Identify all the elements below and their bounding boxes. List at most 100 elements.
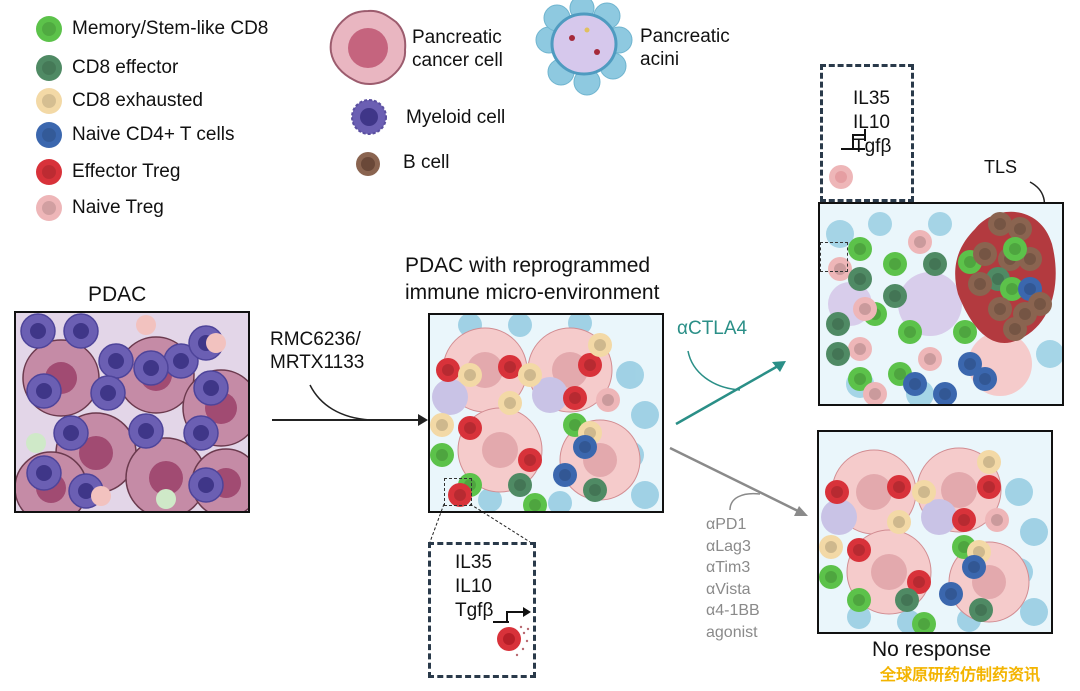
cell-nucleus [1006, 283, 1018, 295]
responder-tumor-illustration [826, 211, 1062, 404]
naive-cd4-cell [903, 372, 927, 396]
cytokine-tgfb: Tgfβ [455, 600, 494, 621]
cell-nucleus [929, 258, 941, 270]
cell-nucleus [975, 604, 987, 616]
cell-nucleus [918, 618, 930, 630]
cell-nucleus [869, 388, 881, 400]
legend-label: Pancreatic [640, 26, 730, 47]
cell-nucleus [904, 326, 916, 338]
kras-arrowhead [418, 414, 428, 426]
cell-nucleus [914, 236, 926, 248]
memory-cd8-cell [953, 320, 977, 344]
cell-nucleus [894, 368, 906, 380]
cell-nucleus [589, 484, 601, 496]
cell-nucleus [959, 326, 971, 338]
cd8-effector-cell [848, 267, 872, 291]
cell-nucleus [1009, 243, 1021, 255]
cd8-exhausted-cell [518, 363, 542, 387]
green-t-cell-icon [36, 16, 62, 42]
cell-nucleus [594, 339, 606, 351]
legend-label: Naive Treg [72, 197, 164, 218]
cell-nucleus [901, 594, 913, 606]
cell-nucleus [853, 544, 865, 556]
legend-label: Effector Treg [72, 161, 181, 182]
inhibition-icon [829, 129, 866, 189]
cell-nucleus [436, 419, 448, 431]
zoom-selector [820, 242, 848, 272]
beige-t-cell-icon [36, 88, 62, 114]
kras-curve [309, 384, 371, 421]
b-cell [988, 297, 1012, 321]
cell-nucleus [1009, 323, 1021, 335]
cell-nucleus [825, 571, 837, 583]
cell-nucleus [832, 348, 844, 360]
cell-nucleus [504, 397, 516, 409]
cd8-effector-cell [883, 284, 907, 308]
cd8-effector-cell [923, 252, 947, 276]
blue-t-cell-icon [36, 122, 62, 148]
naive-treg-cell [918, 347, 942, 371]
ctla4-label: αCTLA4 [677, 318, 748, 339]
legend-label: Pancreatic [412, 27, 502, 48]
effector-treg-cell [847, 538, 871, 562]
naive-cd4-cell [933, 382, 957, 404]
memory-cd8-cell [819, 565, 843, 589]
cell-nucleus [973, 546, 985, 558]
legend-effector-treg: Effector Treg [36, 157, 180, 187]
treatment-item: αPD1 [706, 516, 747, 533]
memory-cd8-cell [1000, 277, 1024, 301]
effector-treg-cell [952, 508, 976, 532]
pdac-tumor-illustration [16, 313, 248, 511]
cd8-effector-cell [826, 312, 850, 336]
cell-nucleus [524, 454, 536, 466]
kras-inhibitor-label: RMC6236/ MRTX1133 [270, 328, 364, 374]
memory-cd8-cell [912, 612, 936, 632]
cd8-effector-cell [826, 342, 850, 366]
legend-naive-treg: Naive Treg [36, 193, 164, 223]
effector-treg-cell [977, 475, 1001, 499]
cytokine-il35: IL35 [853, 88, 890, 109]
memory-cd8-cell [847, 588, 871, 612]
reprogrammed-panel-title: PDAC with reprogrammed immune micro-envi… [405, 252, 659, 306]
memory-cd8-cell [898, 320, 922, 344]
cell-nucleus [854, 243, 866, 255]
cytokine-list: IL35 IL10 Tgfβ [853, 87, 891, 159]
legend-naive-cd4: Naive CD4+ T cells [36, 120, 234, 150]
cell-nucleus [602, 394, 614, 406]
cell-nucleus [1034, 298, 1046, 310]
cell-nucleus [825, 541, 837, 553]
cell-nucleus [436, 449, 448, 461]
effector-treg-cell [498, 355, 522, 379]
naive-treg-cell [908, 230, 932, 254]
cell-nucleus [832, 318, 844, 330]
ctla4-arrowhead [772, 361, 786, 372]
myeloid-cell-icon [351, 99, 387, 135]
cell-nucleus [968, 561, 980, 573]
cell-nucleus [514, 479, 526, 491]
b-cell [968, 272, 992, 296]
cd8-effector-cell [508, 473, 532, 497]
cd8-effector-cell [895, 588, 919, 612]
cell-nucleus [464, 422, 476, 434]
other-arrow [669, 446, 801, 514]
cd8-exhausted-cell [912, 480, 936, 504]
cell-nucleus [913, 576, 925, 588]
legend-pancreatic-cancer-cell: Pancreatic cancer cell [412, 26, 503, 72]
cell-nucleus [939, 388, 951, 400]
effector-treg-cell [563, 386, 587, 410]
activation-arrow-icon [493, 607, 531, 657]
treatment-item: αTim3 [706, 559, 751, 576]
effector-treg-cell [887, 475, 911, 499]
cell-nucleus [569, 392, 581, 404]
legend-pancreatic-acini: Pancreatic acini [640, 25, 730, 71]
pdac-panel-title: PDAC [88, 283, 147, 306]
naive-cd4-cell [573, 435, 597, 459]
cell-nucleus [454, 489, 466, 501]
naive-cd4-cell [962, 555, 986, 579]
watermark: 全球原研药仿制药资讯 [880, 667, 1041, 684]
effector-treg-cell [578, 353, 602, 377]
cell-nucleus [889, 258, 901, 270]
cd8-exhausted-cell [458, 363, 482, 387]
naive-treg-cell [863, 382, 887, 404]
treatment-item: αVista [706, 580, 751, 598]
